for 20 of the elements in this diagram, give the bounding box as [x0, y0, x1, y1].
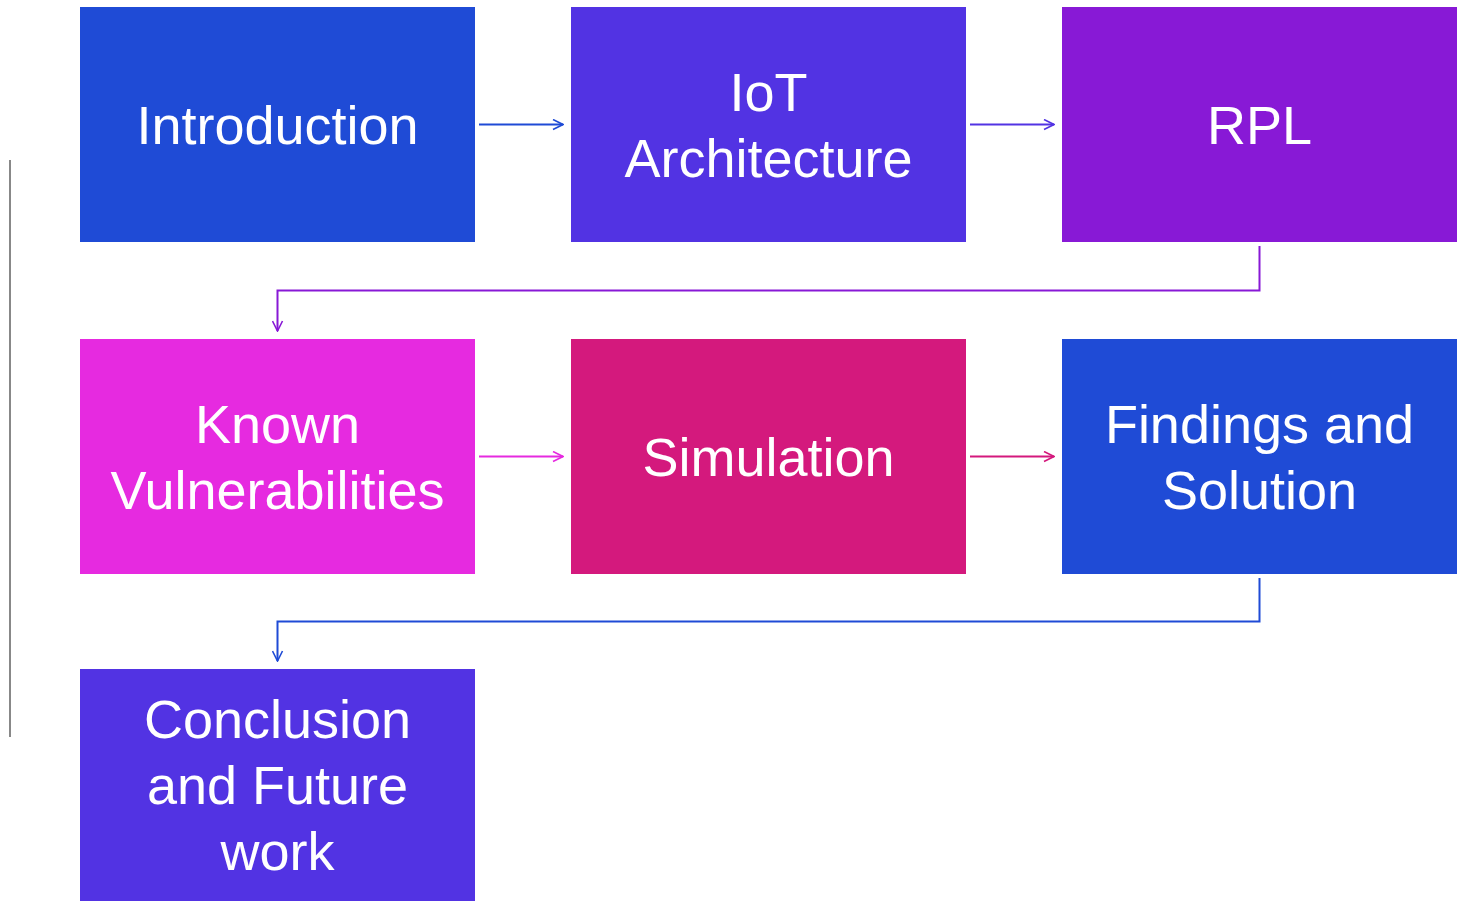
- arrow: [969, 118, 1055, 131]
- process-box: [80, 7, 475, 242]
- process-box: [571, 339, 966, 574]
- box-label: Findings and Solution: [1103, 392, 1416, 522]
- box-label: IoT Architecture: [623, 60, 914, 190]
- arrow: [478, 450, 564, 463]
- process-box: [1062, 339, 1457, 574]
- arrow: [969, 450, 1055, 463]
- box-label: RPL: [1205, 93, 1313, 157]
- process-box: [80, 339, 475, 574]
- arrow: [478, 118, 564, 131]
- arrow: [271, 245, 1261, 332]
- process-box: [80, 669, 475, 901]
- process-box: [571, 7, 966, 242]
- process-box: [1062, 7, 1457, 242]
- box-label: Introduction: [135, 93, 420, 157]
- arrow: [271, 577, 1261, 662]
- box-label: Known Vulnerabilities: [109, 392, 446, 522]
- box-label: Conclusion and Future work: [142, 688, 413, 883]
- box-label: Simulation: [641, 425, 896, 489]
